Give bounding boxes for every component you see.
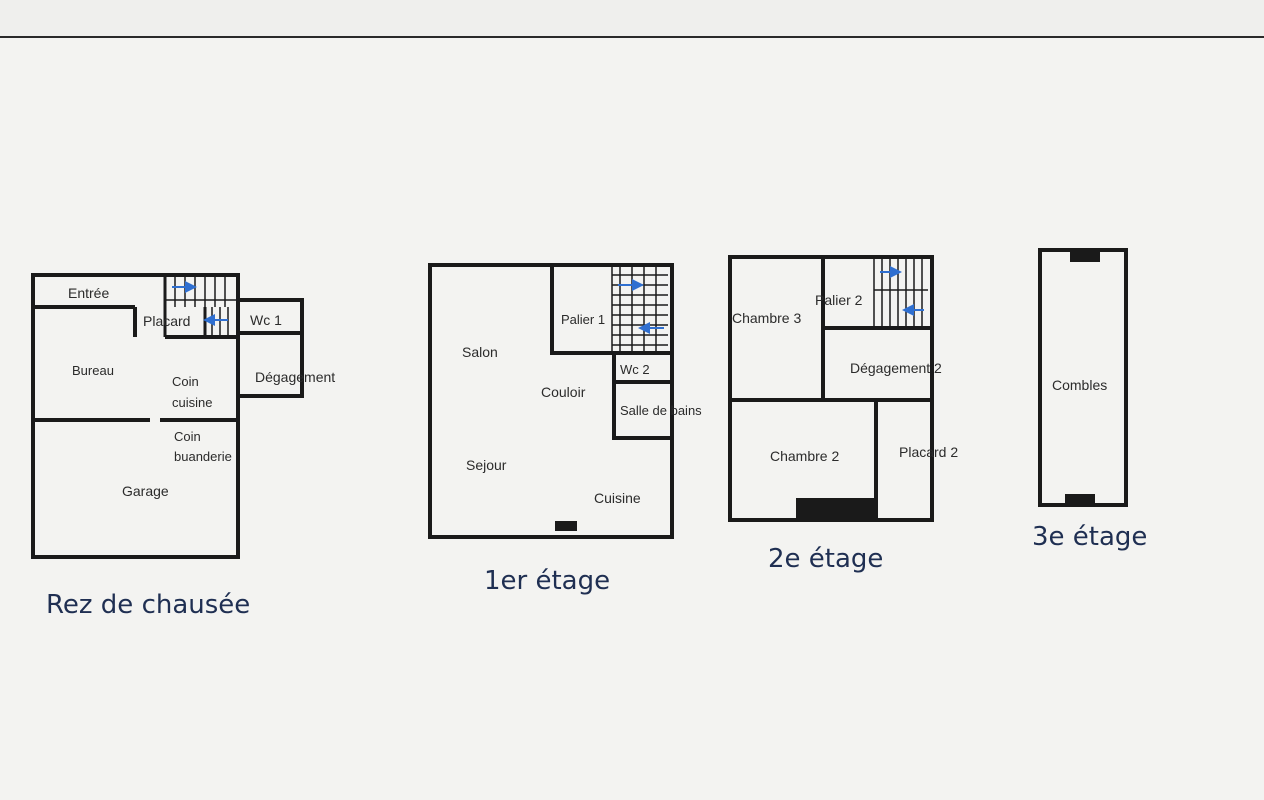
room-label: Coin [172,374,199,389]
first-labels: Salon Palier 1 Couloir Wc 2 Salle de bai… [462,312,702,506]
third-labels: Combles [1052,377,1107,393]
floor-caption-third: 3e étage [1032,522,1148,552]
room-label: Couloir [541,384,586,400]
top-band [0,0,1264,38]
room-label: Palier 2 [815,292,863,308]
room-label: Chambre 3 [732,310,801,326]
floor-caption-ground: Rez de chausée [46,590,251,620]
room-label: Garage [122,483,169,499]
door-marker [555,521,577,531]
floor-caption-first: 1er étage [484,566,611,596]
room-label: Dégagement [255,369,335,385]
room-label: Placard 2 [899,444,958,460]
room-label: Chambre 2 [770,448,839,464]
stairs-ground [165,275,238,337]
stairs-second [873,257,928,328]
second-labels: Chambre 3 Palier 2 Dégagement 2 Chambre … [732,292,958,464]
room-label: Sejour [466,457,507,473]
room-label: Salle de bains [620,403,702,418]
closet-block [796,498,876,518]
stairs-first [611,265,668,353]
window-marker [1070,252,1100,262]
window-marker [1065,494,1095,504]
floor-caption-second: 2e étage [768,544,884,574]
room-label: buanderie [174,449,232,464]
room-label: Cuisine [594,490,641,506]
room-label: Combles [1052,377,1107,393]
floor-plan-third [1038,248,1128,507]
room-label: Salon [462,344,498,360]
room-label: Entrée [68,285,109,301]
room-label: Bureau [72,363,114,378]
room-label: Coin [174,429,201,444]
room-label: Dégagement 2 [850,360,942,376]
room-label: Wc 1 [250,312,282,328]
room-label: cuisine [172,395,212,410]
room-label: Placard [143,313,190,329]
room-label: Wc 2 [620,362,650,377]
ground-labels: Entrée Placard Wc 1 Bureau Coin cuisine … [68,285,335,499]
room-label: Palier 1 [561,312,605,327]
